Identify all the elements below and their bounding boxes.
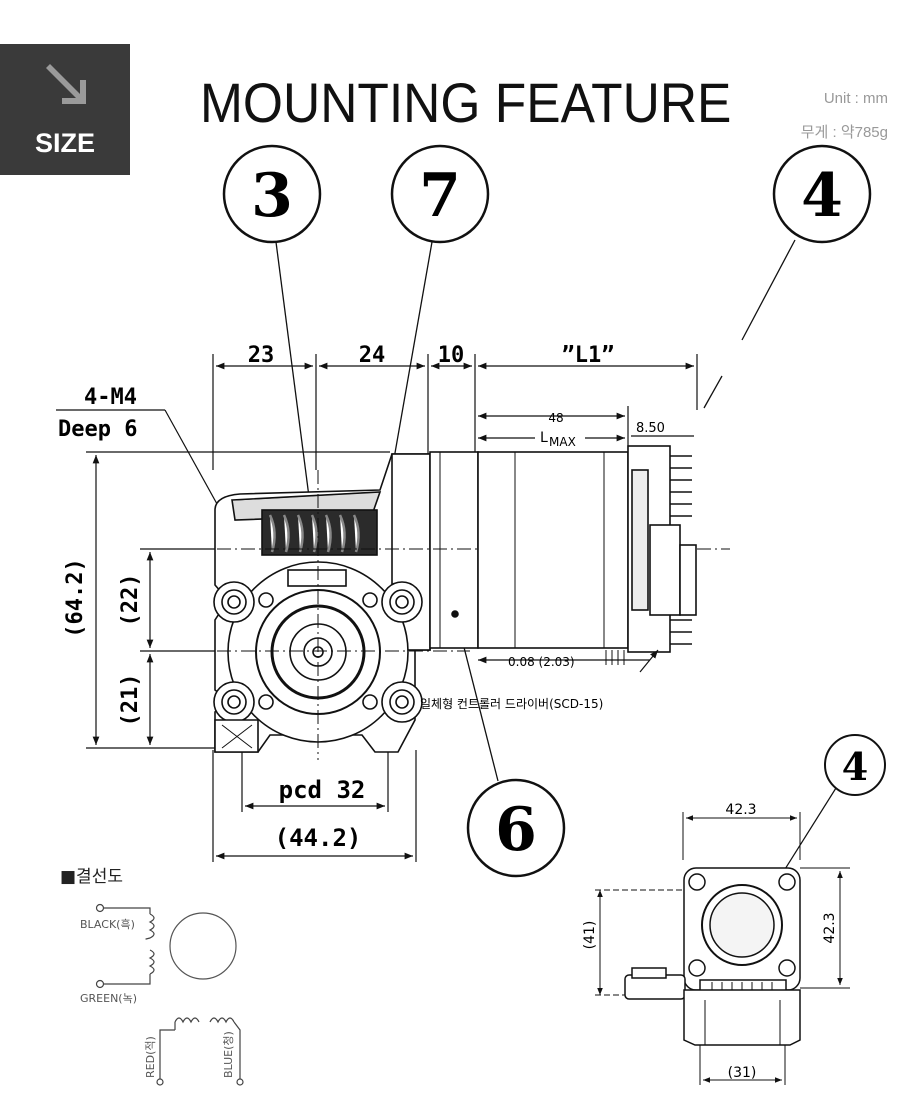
dim-pcd-32: pcd 32	[279, 776, 366, 804]
callout-4: 4	[703, 144, 872, 409]
callout-4-label: 4	[801, 161, 843, 231]
dim-side-41: (41)	[582, 921, 598, 950]
callout-3: 3	[222, 144, 322, 521]
arrow-down-right-icon	[46, 64, 86, 104]
dim-64-2: (64.2)	[63, 558, 88, 637]
driver-note: 일체형 컨트롤러 드라이버(SCD-15)	[420, 697, 603, 711]
dim-side-42-3-height: 42.3	[822, 912, 838, 943]
wire-blue-label: BLUE(청)	[222, 1031, 235, 1078]
wire-green-label: GREEN(녹)	[80, 992, 137, 1005]
callout-7-label: 7	[419, 161, 461, 231]
shaft-dim	[478, 649, 659, 673]
wire-black-label: BLACK(흑)	[80, 917, 135, 931]
wire-red-label: RED(적)	[144, 1036, 157, 1078]
dim-21: (21)	[118, 674, 143, 727]
dim-8-50: 8.50	[636, 421, 665, 436]
wiring-diagram	[95, 903, 244, 1086]
dim-side-31: (31)	[728, 1065, 757, 1081]
callout-6-label: 6	[495, 795, 537, 865]
callout-4-small-label: 4	[842, 744, 868, 789]
dim-side-42-3-width: 42.3	[725, 802, 756, 818]
callout-7: 7	[384, 144, 490, 511]
top-dimensions	[212, 354, 698, 470]
dim-22: (22)	[118, 574, 143, 627]
wiring-title: ■결선도	[60, 867, 123, 887]
motor-body	[477, 445, 697, 665]
label-4-m4: 4-M4	[84, 385, 137, 410]
side-view	[595, 812, 850, 1085]
label-deep-6: Deep 6	[58, 417, 137, 442]
gearbox-body	[213, 451, 479, 753]
dim-23: 23	[248, 343, 275, 368]
dim-44-2: (44.2)	[275, 824, 362, 852]
page-title: MOUNTING FEATURE	[200, 71, 732, 134]
dim-0-08: 0.08 (2.03)	[508, 655, 575, 669]
unit-label: Unit : mm	[823, 90, 888, 107]
callout-6: 6	[454, 611, 566, 878]
size-badge-label: SIZE	[34, 128, 95, 158]
dim-l1: ”L1”	[562, 343, 615, 368]
callout-3-label: 3	[251, 161, 293, 231]
dim-10: 10	[438, 343, 465, 368]
dim-lmax-value: 48	[548, 411, 563, 425]
weight-label: 무게 : 약785g	[800, 124, 888, 141]
dim-lmax-sub: MAX	[549, 435, 576, 449]
size-badge: SIZE	[0, 44, 130, 175]
callout-4-small: 4	[769, 734, 886, 894]
dim-24: 24	[359, 343, 386, 368]
dim-lmax-l: L	[540, 430, 548, 446]
